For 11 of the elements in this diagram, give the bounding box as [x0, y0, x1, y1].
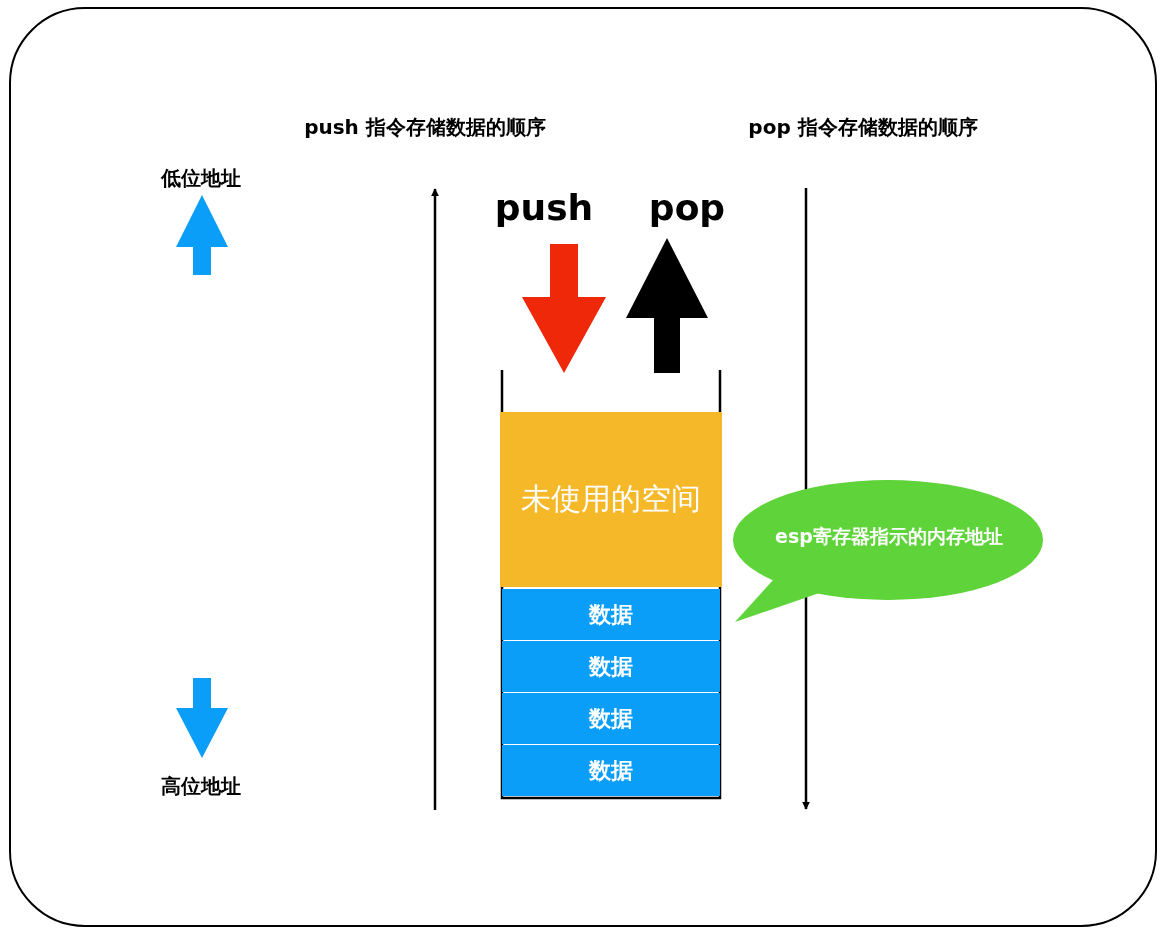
heading: pop 指令存储数据的顺序	[748, 113, 978, 141]
data-block: 数据	[502, 641, 720, 692]
data-block: 数据	[502, 745, 720, 796]
operation-label: pop	[648, 186, 726, 228]
data-block: 数据	[502, 589, 720, 640]
address-label: 低位地址	[161, 164, 241, 192]
data-block: 数据	[502, 693, 720, 744]
operation-label: push	[494, 186, 594, 228]
heading: push 指令存储数据的顺序	[304, 113, 546, 141]
address-label: 高位地址	[161, 772, 241, 800]
unused-space-block: 未使用的空间	[500, 412, 722, 587]
